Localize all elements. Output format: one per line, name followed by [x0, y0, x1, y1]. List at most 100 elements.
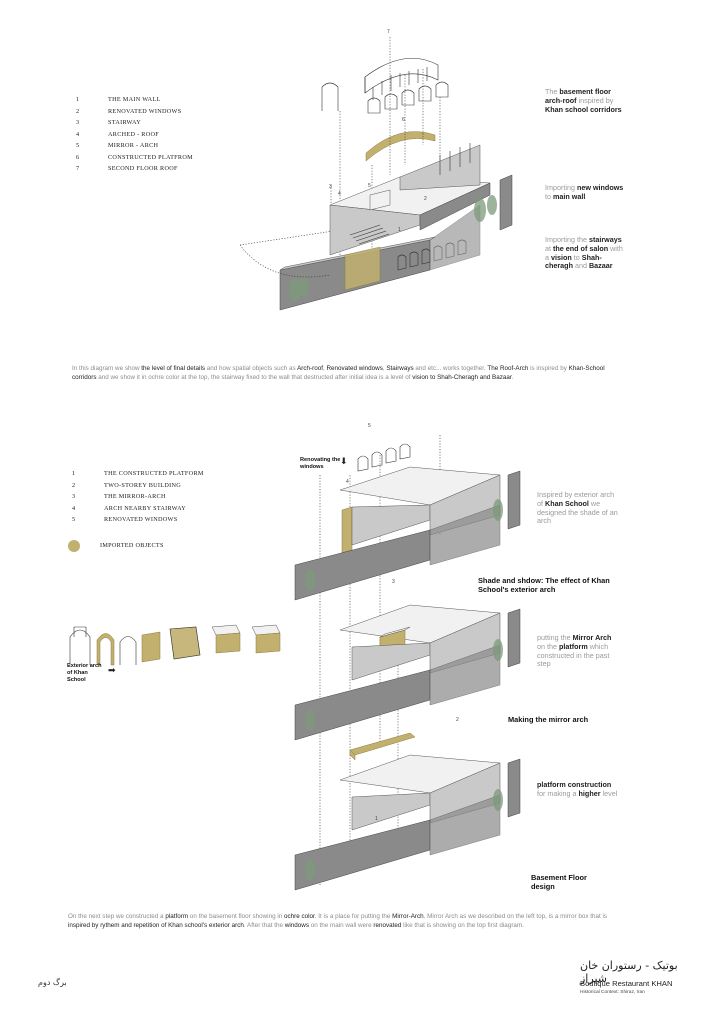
number-7: 7	[387, 29, 390, 35]
note-windows: Importing new windows to main wall	[545, 183, 625, 202]
note-stairways: Importing the stairways at the end of sa…	[545, 235, 625, 271]
exploded-diagram: 5 4 3 2 1	[294, 423, 521, 891]
legend-label: THE CONSTRUCTED PLATFORM	[104, 470, 204, 477]
note-segment: Mirror Arch	[572, 633, 612, 642]
paragraph-top: In this diagram we show the level of fin…	[72, 365, 614, 382]
arched-roof-ochre	[365, 131, 436, 162]
renovated-windows-ghost	[367, 81, 449, 114]
note-mirror: putting the Mirror Arch on the platform …	[537, 633, 619, 669]
note-segment: to	[545, 191, 553, 201]
note-segment: vision	[551, 252, 572, 262]
page-label-persian: برگ دوم	[38, 978, 67, 987]
number-5: 5	[368, 183, 371, 189]
top-axonometric-diagram: 7 6 3 4 5 1 2	[239, 29, 513, 311]
arrow-down-icon: ⬇	[340, 456, 348, 466]
paragraph-segment: In this diagram we show	[72, 365, 142, 372]
legend-label: RENOVATED WINDOWS	[104, 516, 178, 523]
note-segment: Bazaar	[588, 261, 613, 271]
note-segment: putting the	[537, 633, 573, 642]
swatch-label: IMPORTED OBJECTS	[100, 542, 164, 549]
note-arch-roof: The basement floor arch-roof inspired by…	[545, 87, 625, 114]
paragraph-segment: and we show it in ochre color at the top…	[96, 373, 413, 381]
legend-number: 2	[76, 107, 80, 115]
legend-number: 4	[72, 504, 76, 512]
legend-swatch: IMPORTED OBJECTS	[68, 540, 248, 554]
paragraph-segment: on the basement floor showing in	[188, 913, 284, 920]
paragraph-segment: the level of final details	[141, 365, 206, 372]
paragraph-segment: . Mirror Arch as we described on the lef…	[423, 913, 608, 920]
legend-number: 2	[72, 481, 76, 489]
paragraph-segment: Arch-roof	[297, 365, 323, 372]
number-1: 1	[398, 227, 401, 233]
note-segment: Inspired by exterior arch of	[537, 490, 615, 508]
paragraph-segment: vision to Shah-Cheragh and Bazaar	[412, 373, 512, 381]
paragraph-segment: . After that the	[243, 921, 285, 929]
note-segment: for making a	[537, 788, 579, 798]
paragraph-segment: ochre color	[283, 913, 315, 920]
paragraph-segment: inspired by rythem and repetition of Kha…	[68, 921, 244, 929]
note-segment: inspired by	[576, 95, 614, 105]
note-segment: main wall	[553, 191, 586, 201]
paragraph-segment: ,	[322, 365, 327, 372]
legend-label: SECOND FLOOR ROOF	[108, 165, 178, 172]
legend-label: RENOVATED WINDOWS	[108, 107, 182, 115]
number-b3: 3	[392, 579, 395, 585]
note-segment: Importing	[545, 183, 577, 192]
note-segment: level	[600, 788, 618, 798]
legend-number: 3	[76, 119, 80, 126]
paragraph-segment: platform	[165, 913, 189, 920]
paragraph-segment: Stairways	[386, 365, 414, 372]
title-persian: بوتیک - رستوران خان شیراز	[580, 959, 678, 985]
legend-number: 1	[72, 470, 76, 477]
constructed-platform	[349, 732, 416, 756]
paragraph-bottom: On the next step we constructed a platfo…	[68, 913, 608, 930]
note-segment: basement floor arch-roof	[545, 87, 611, 105]
paragraph-segment: and how spatial objects such as	[205, 365, 298, 372]
number-2: 2	[424, 196, 427, 202]
legend-label: STAIRWAY	[108, 119, 141, 126]
note-platform: platform construction for making a highe…	[537, 780, 619, 799]
renovated-windows-ghost-2	[357, 443, 411, 472]
legend-number: 6	[76, 153, 80, 161]
note-segment: stairways	[588, 235, 622, 244]
paragraph-segment: The Roof-Arch	[487, 365, 529, 372]
note-segment: new windows	[576, 183, 624, 192]
number-b5: 5	[368, 423, 371, 429]
paragraph-segment: is inspired by	[528, 365, 569, 372]
legend-label: THE MIRROR-ARCH	[104, 493, 166, 500]
note-segment: Shah-cheragh	[545, 252, 602, 271]
number-b4: 4	[346, 479, 349, 485]
legend-label: ARCHED - ROOF	[108, 130, 159, 138]
legend-number: 1	[76, 96, 80, 103]
legend-number: 3	[72, 493, 76, 500]
paragraph-segment: Mirror-Arch	[392, 913, 424, 920]
title-shade: Shade and shdow: The effect of Khan Scho…	[478, 576, 610, 594]
level-shade	[294, 466, 521, 601]
callout-exterior-arch: Exterior arch of Khan School	[67, 663, 102, 683]
note-segment: higher	[578, 788, 601, 798]
legend-label: CONSTRUCTED PLATFROM	[108, 153, 193, 161]
number-b1: 1	[375, 816, 378, 822]
paragraph-segment: . It is a place for putting the	[314, 913, 393, 920]
note-segment: platform	[558, 641, 588, 651]
note-segment: platform construction	[537, 780, 612, 789]
note-segment: we designed the shade of an arch	[537, 498, 618, 526]
note-segment: the end of salon	[553, 243, 609, 253]
paragraph-segment: like that is showing on the top first di…	[401, 921, 524, 929]
note-segment: The	[545, 87, 560, 96]
arrow-right-icon: ➡	[108, 665, 116, 675]
legend-number: 5	[72, 516, 76, 523]
subtitle: Historical Context: Shiraz, Iran	[580, 990, 645, 995]
legend-label: MIRROR - ARCH	[108, 142, 159, 149]
paragraph-segment: renovated	[373, 921, 402, 929]
note-segment: Khan school corridors	[545, 104, 622, 114]
main-building-top	[239, 143, 513, 311]
note-shade: Inspired by exterior arch of Khan School…	[537, 490, 619, 526]
legend-number: 7	[76, 165, 80, 172]
ghost-arch	[321, 82, 339, 111]
title-english: Boutique Restaurant KHAN	[580, 979, 673, 988]
number-4: 4	[338, 191, 341, 197]
legend-number: 4	[76, 130, 80, 138]
